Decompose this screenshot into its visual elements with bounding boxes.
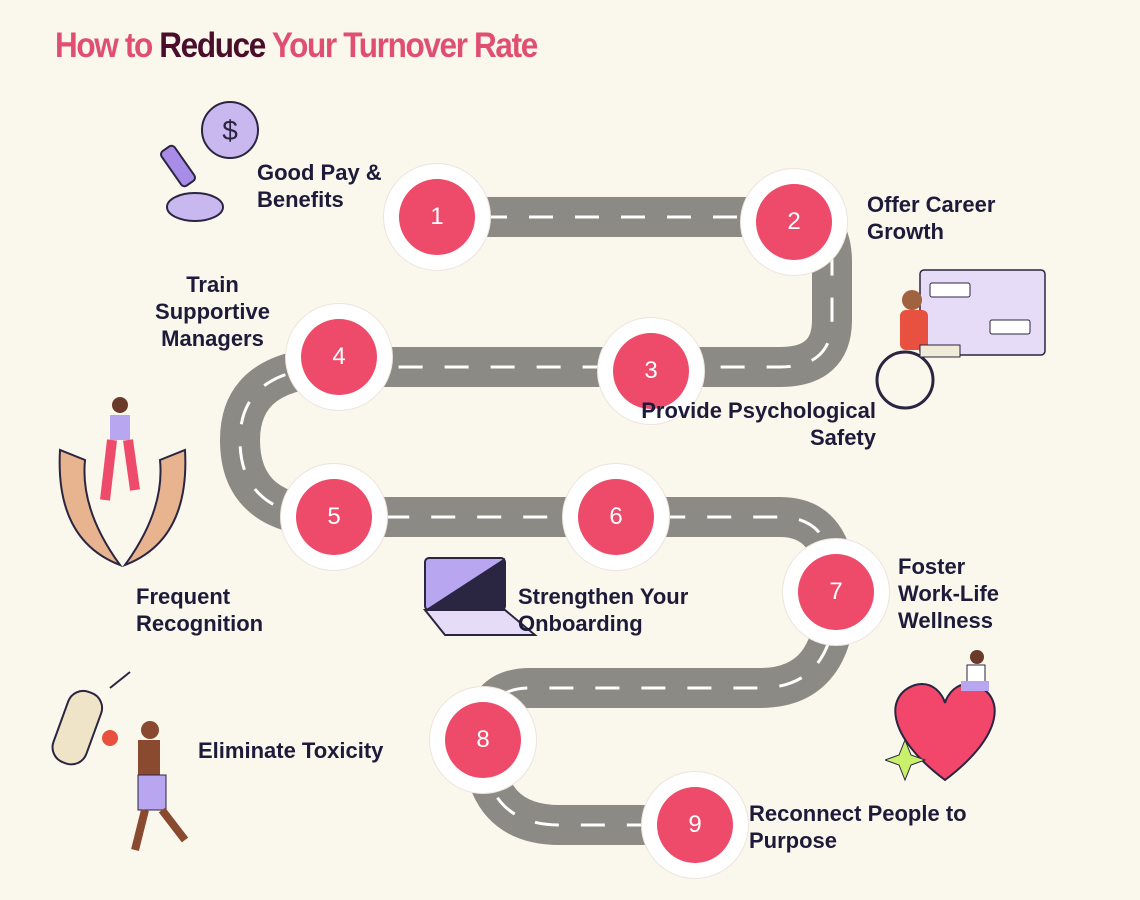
laptop-icon <box>422 557 538 636</box>
step-1-label: Good Pay & Benefits <box>257 160 382 212</box>
step-3-marker: 3 <box>598 318 704 424</box>
step-9-marker: 9 <box>642 772 748 878</box>
step-7-marker: 7 <box>783 539 889 645</box>
step-2-label: Offer Career Growth <box>867 192 996 244</box>
coins-icon: $ <box>159 101 259 222</box>
svg-text:$: $ <box>222 115 238 146</box>
step-number: 2 <box>756 184 832 260</box>
title-part: Your Turnover Rate <box>264 26 538 65</box>
step-6-label: Strengthen Your Onboarding <box>518 584 689 636</box>
step-number: 8 <box>445 702 521 778</box>
step-number: 7 <box>798 554 874 630</box>
step-9-label: Reconnect People to Purpose <box>749 801 967 853</box>
recognition-hands-illustration <box>58 397 187 568</box>
step-number: 6 <box>578 479 654 555</box>
step-number: 9 <box>657 787 733 863</box>
step-2-marker: 2 <box>741 169 847 275</box>
step-1-marker: 1 <box>384 164 490 270</box>
step-4-marker: 4 <box>286 304 392 410</box>
step-5-marker: 5 <box>281 464 387 570</box>
step-3-label: Provide Psychological Safety <box>641 398 876 450</box>
step-4-label: Train Supportive Managers <box>155 272 270 351</box>
step-number: 3 <box>613 333 689 409</box>
step-number: 1 <box>399 179 475 255</box>
career-growth-illustration <box>875 269 1046 410</box>
step-7-label: Foster Work-Life Wellness <box>898 554 1000 633</box>
step-6-marker: 6 <box>563 464 669 570</box>
step-8-marker: 8 <box>430 687 536 793</box>
page-title: How to Reduce Your Turnover Rate <box>55 26 538 66</box>
boxing-illustration <box>51 671 189 851</box>
heart-wellness-illustration <box>885 650 996 782</box>
title-part: How to <box>55 26 160 65</box>
step-8-label: Eliminate Toxicity <box>198 738 384 763</box>
step-5-label: Frequent Recognition <box>136 584 264 636</box>
step-number: 5 <box>296 479 372 555</box>
title-emphasis: Reduce <box>159 26 266 65</box>
step-number: 4 <box>301 319 377 395</box>
